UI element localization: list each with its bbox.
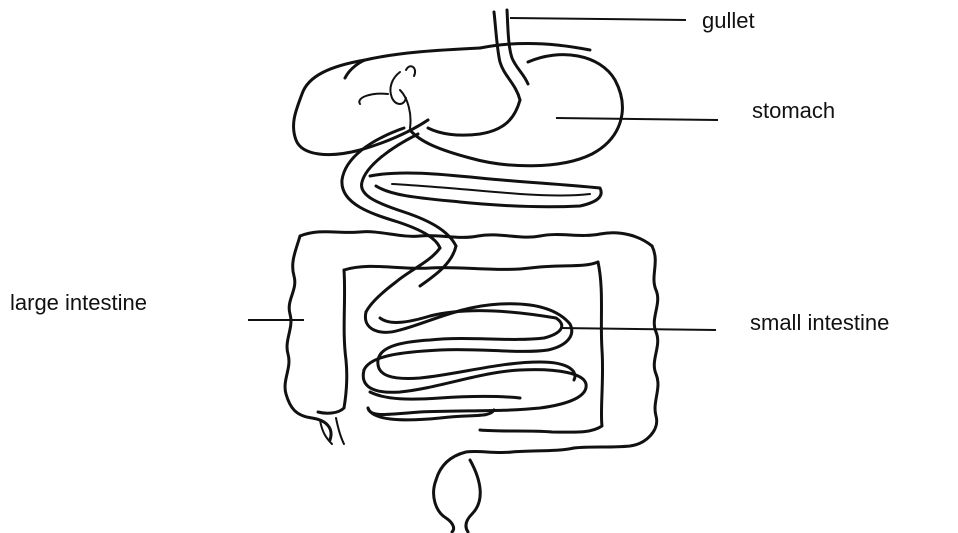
pancreas <box>370 173 601 207</box>
small-intestine <box>363 246 586 420</box>
liver-organ <box>294 44 590 155</box>
large-intestine <box>285 232 658 532</box>
bile-duct <box>359 66 415 128</box>
large-intestine-label: large intestine <box>10 292 147 314</box>
gullet-tube <box>494 10 528 100</box>
stomach-organ <box>410 55 622 166</box>
gullet-label: gullet <box>702 10 755 32</box>
small-intestine-leader-line <box>560 328 716 330</box>
small-intestine-label: small intestine <box>750 312 889 334</box>
stomach-label: stomach <box>752 100 835 122</box>
gullet-leader-line <box>510 18 686 20</box>
stomach-leader-line <box>556 118 718 120</box>
